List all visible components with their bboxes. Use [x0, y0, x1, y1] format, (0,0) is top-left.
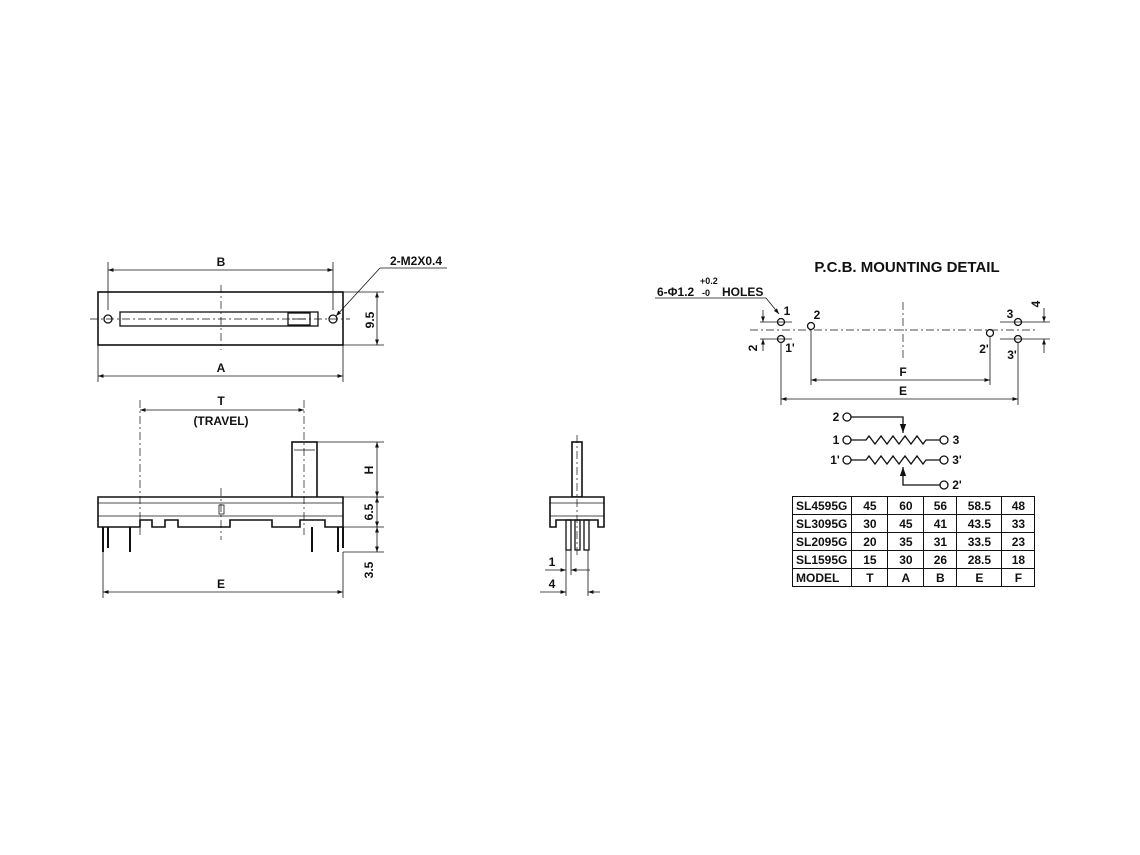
cell-b: 26: [923, 550, 958, 569]
dim-label-a: A: [217, 361, 226, 375]
header-model: MODEL: [791, 568, 853, 587]
front-view-rivet: [218, 504, 225, 515]
dim-label-f: F: [899, 365, 906, 379]
dim-label-body: 6.5: [362, 503, 376, 520]
cell-f: 23: [1001, 532, 1036, 551]
cell-t: 45: [851, 496, 889, 515]
dim-label-t: T: [217, 394, 225, 408]
cell-b: 41: [923, 514, 958, 533]
cell-a: 30: [887, 550, 925, 569]
hole-1p: [776, 334, 786, 344]
header-b: B: [923, 568, 958, 587]
mount-hole-right: [328, 314, 338, 324]
cell-t: 20: [851, 532, 889, 551]
terminal-label-2p: 2': [952, 478, 962, 492]
cell-t: 15: [851, 550, 889, 569]
header-e: E: [956, 568, 1003, 587]
cell-e: 43.5: [956, 514, 1003, 533]
dim-label-height: 9.5: [363, 311, 377, 328]
dim-label-pin: 3.5: [362, 561, 376, 578]
top-view-body: [97, 291, 344, 346]
cell-f: 18: [1001, 550, 1036, 569]
terminal-label-3: 3: [953, 433, 960, 447]
cell-e: 28.5: [956, 550, 1003, 569]
pcb-detail: P.C.B. MOUNTING DETAIL 6-Φ1.2 +0.2 -0 HO…: [655, 259, 1050, 405]
cell-f: 48: [1001, 496, 1036, 515]
hole-1: [776, 317, 786, 327]
terminal-label-1p: 1': [830, 453, 840, 467]
top-view: B A 2-M2X0.4 9.5: [90, 254, 447, 382]
hole-3: [1013, 317, 1023, 327]
cell-f: 33: [1001, 514, 1036, 533]
circuit-diagram: 2 1 3 1' 3' 2': [830, 410, 962, 492]
cell-t: 30: [851, 514, 889, 533]
pin-label-2: 2: [814, 308, 821, 322]
dim-label-b: B: [217, 255, 226, 269]
thread-label: 2-M2X0.4: [390, 254, 442, 268]
header-t: T: [851, 568, 889, 587]
pcb-title: P.C.B. MOUNTING DETAIL: [814, 259, 999, 276]
terminal-3: [939, 435, 949, 445]
side-pin-3: [583, 519, 590, 551]
resistor-top: [851, 434, 940, 446]
cell-a: 35: [887, 532, 925, 551]
pin-label-3p: 3': [1007, 348, 1017, 362]
table-header-row: MODEL T A B E F: [791, 568, 1036, 587]
resistor-bottom: [851, 454, 940, 466]
terminal-1: [842, 435, 852, 445]
side-pin-2: [574, 519, 581, 551]
cell-b: 56: [923, 496, 958, 515]
cell-e: 58.5: [956, 496, 1003, 515]
cell-model: SL4595G: [791, 496, 853, 515]
dim-label-4: 4: [1029, 300, 1043, 307]
header-f: F: [1001, 568, 1036, 587]
dim-label-e: E: [217, 577, 225, 591]
hole-2p: [985, 328, 995, 338]
tolerance-plus: +0.2: [700, 276, 718, 286]
dim-label-width: 4: [549, 577, 556, 591]
cell-a: 45: [887, 514, 925, 533]
dim-label-pcb-e: E: [899, 384, 907, 398]
holes-suffix: HOLES: [722, 285, 763, 299]
mount-hole-left: [103, 314, 113, 324]
cell-a: 60: [887, 496, 925, 515]
cell-model: SL3095G: [791, 514, 853, 533]
cell-model: SL2095G: [791, 532, 853, 551]
pin-label-1p: 1': [785, 341, 795, 355]
terminal-3p: [939, 455, 949, 465]
hole-2: [806, 321, 816, 331]
terminal-label-3p: 3': [952, 453, 962, 467]
dim-label-pitch: 1: [549, 555, 556, 569]
holes-label: 6-Φ1.2: [657, 285, 695, 299]
cell-e: 33.5: [956, 532, 1003, 551]
pin-label-3: 3: [1007, 307, 1014, 321]
side-view: 1 4: [540, 435, 605, 596]
terminal-2: [842, 412, 852, 422]
dim-label-h: H: [362, 466, 376, 475]
tolerance-minus: -0: [702, 288, 710, 298]
terminal-1p: [842, 455, 852, 465]
travel-label: (TRAVEL): [193, 414, 248, 428]
terminal-label-1: 1: [833, 433, 840, 447]
pin-label-1: 1: [784, 304, 791, 318]
slider-knob-top: [287, 312, 311, 326]
front-view-body: [97, 496, 344, 528]
cell-model: SL1595G: [791, 550, 853, 569]
terminal-2p: [939, 480, 949, 490]
dim-label-2: 2: [746, 344, 760, 351]
model-spec-table: SL4595G 45 60 56 58.5 48 SL3095G 30 45 4…: [791, 496, 1036, 587]
side-pin-1: [565, 519, 572, 551]
table-row: SL2095G 20 35 31 33.5 23: [791, 532, 1036, 551]
front-view: T (TRAVEL) H 6.5 3.5 E: [97, 394, 384, 598]
table-row: SL1595G 15 30 26 28.5 18: [791, 550, 1036, 569]
terminal-label-2: 2: [833, 410, 840, 424]
table-row: SL3095G 30 45 41 43.5 33: [791, 514, 1036, 533]
cell-b: 31: [923, 532, 958, 551]
hole-3p: [1013, 334, 1023, 344]
table-row: SL4595G 45 60 56 58.5 48: [791, 496, 1036, 515]
pin-label-2p: 2': [979, 342, 989, 356]
header-a: A: [887, 568, 925, 587]
